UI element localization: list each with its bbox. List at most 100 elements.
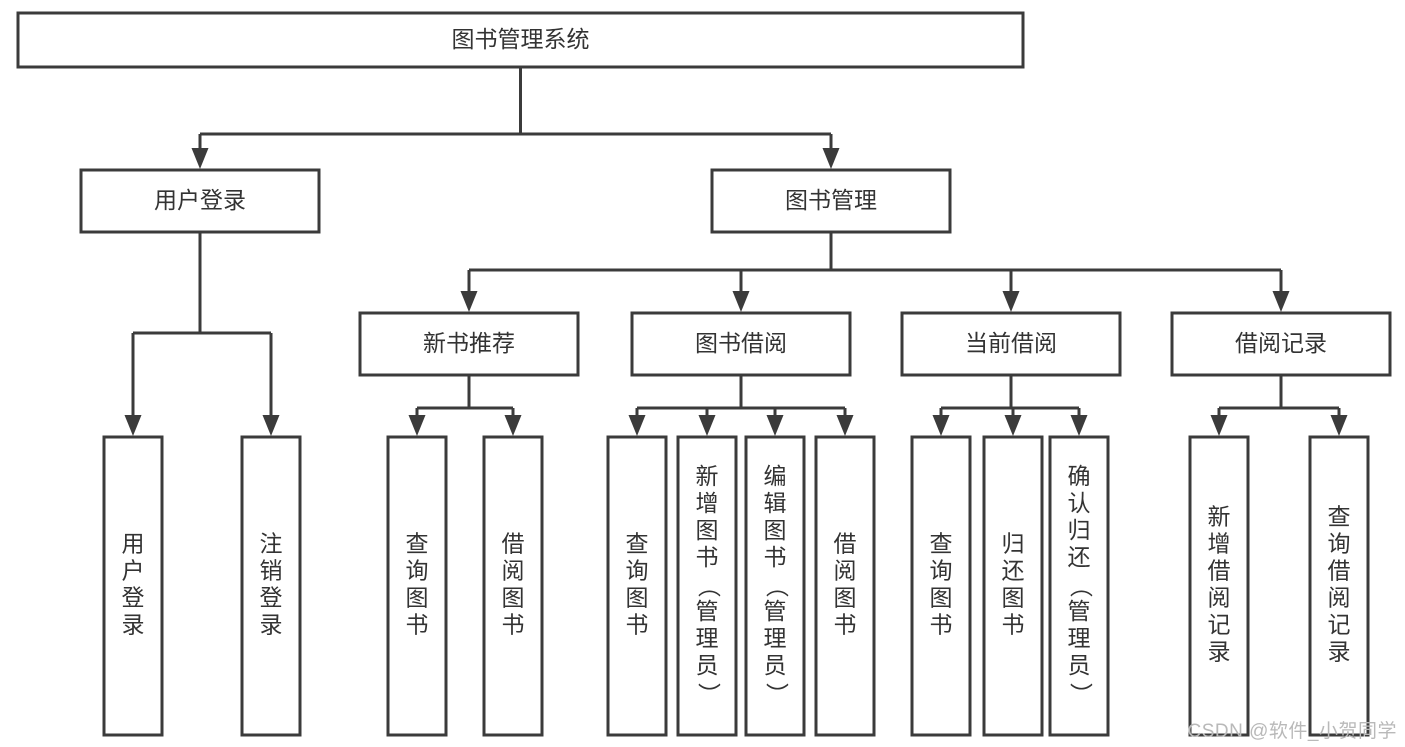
node-label-char: 注 [260,531,283,557]
node-box[interactable] [1048,435,1110,737]
connector-group-login [124,232,280,436]
node-box[interactable] [482,435,544,737]
node-box[interactable] [240,435,302,737]
node-current[interactable]: 当前借阅 [900,311,1122,377]
node-label-char: （ [764,575,790,598]
node-layer: 图书管理系统用户登录图书管理新书推荐图书借阅当前借阅借阅记录用户登录注销登录查询… [16,11,1392,737]
node-label-char: 理 [696,625,719,651]
connector-layer [124,67,1348,436]
connector-group-borrow [628,375,854,436]
node-label-char: 借 [502,531,525,557]
connector-arrowhead-icon [191,148,209,169]
node-label-char: 归 [1002,531,1025,557]
node-label-char: 图 [1002,585,1025,611]
node-label: 当前借阅 [965,330,1057,356]
node-label: 新书推荐 [423,330,515,356]
node-label-char: 录 [1328,639,1351,665]
connector-arrowhead-icon [822,148,840,169]
node-record[interactable]: 借阅记录 [1170,311,1392,377]
node-leaf-user-login[interactable]: 用户登录 [102,435,164,737]
connector-arrowhead-icon [408,415,426,436]
node-label: 图书管理 [785,187,877,213]
node-box[interactable] [982,435,1044,737]
node-box[interactable] [814,435,876,737]
node-label-char: 书 [502,612,525,638]
node-box[interactable] [102,435,164,737]
node-label-char: 辑 [764,490,787,516]
node-label-char: 户 [122,558,145,584]
node-label-char: 图 [696,517,719,543]
node-box[interactable] [1170,311,1392,377]
node-label-char: 询 [930,558,953,584]
node-box[interactable] [676,435,738,737]
node-label-char: 查 [1328,504,1351,530]
node-login[interactable]: 用户登录 [79,168,321,234]
node-box[interactable] [1308,435,1370,737]
node-root[interactable]: 图书管理系统 [16,11,1025,69]
connector-arrowhead-icon [732,291,750,312]
node-bookmgmt[interactable]: 图书管理 [710,168,952,234]
node-box[interactable] [744,435,806,737]
node-box[interactable] [606,435,668,737]
node-box[interactable] [710,168,952,234]
node-box[interactable] [900,311,1122,377]
connector-group-record [1210,375,1348,436]
node-label: 图书管理系统 [452,26,590,52]
node-label-char: 认 [1068,490,1091,516]
node-label-char: 管 [764,598,787,624]
node-label-char: 询 [1328,531,1351,557]
node-label-char: 员 [764,652,787,678]
node-borrow[interactable]: 图书借阅 [630,311,852,377]
node-label-char: 书 [930,612,953,638]
node-label-char: 编 [764,463,787,489]
node-box[interactable] [386,435,448,737]
node-label-char: 增 [1208,531,1231,557]
connector-arrowhead-icon [766,415,784,436]
connector-arrowhead-icon [1002,291,1020,312]
node-box[interactable] [1188,435,1250,737]
node-box[interactable] [910,435,972,737]
node-label-char: 书 [626,612,649,638]
node-label-char: 管 [1068,598,1091,624]
node-label-char: 借 [1208,558,1231,584]
node-label-char: 确 [1068,463,1091,489]
node-label-char: 管 [696,598,719,624]
node-label-char: 还 [1068,544,1091,570]
node-label-char: 询 [626,558,649,584]
node-label-char: 书 [1002,612,1025,638]
node-label-char: 图 [834,585,857,611]
node-label-char: 图 [930,585,953,611]
node-label-char: 图 [626,585,649,611]
node-box[interactable] [79,168,321,234]
node-label-char: 还 [1002,558,1025,584]
node-label-char: 员 [1068,652,1091,678]
node-label-char: 记 [1208,612,1231,638]
node-box[interactable] [358,311,580,377]
node-box[interactable] [630,311,852,377]
node-label-char: 阅 [1328,585,1351,611]
connector-group-bookmgmt [460,232,1290,312]
node-box[interactable] [16,11,1025,69]
node-label-char: （ [1068,575,1094,598]
node-label-char: 图 [406,585,429,611]
node-newbook[interactable]: 新书推荐 [358,311,580,377]
node-label: 图书借阅 [695,330,787,356]
node-label-char: 用 [122,531,145,557]
node-label-char: 书 [764,544,787,570]
connector-arrowhead-icon [1330,415,1348,436]
node-label: 借阅记录 [1235,330,1327,356]
